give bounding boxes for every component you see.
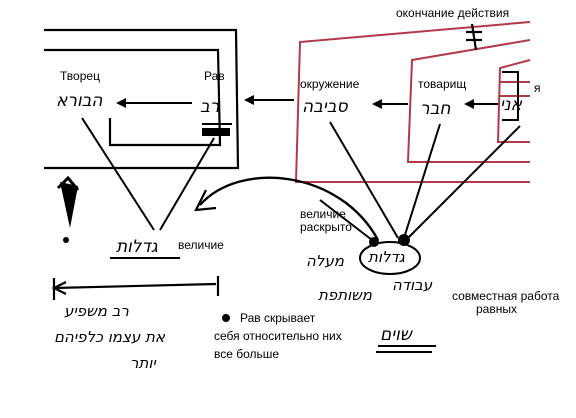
label-rav: Рав <box>204 69 225 83</box>
line-me <box>407 125 521 239</box>
line-revealed <box>319 199 373 241</box>
hebrew-friend: חבר <box>420 99 451 119</box>
hebrew-work-1: עבודה <box>392 276 433 294</box>
hebrew-me: אני <box>500 95 523 115</box>
line-creator-to-greatness <box>81 117 155 231</box>
label-rav-hides-1: Рав скрывает <box>240 311 316 325</box>
line-rav-to-greatness <box>159 137 215 231</box>
hebrew-rav-hides-2: את עצמו כלפיהם <box>54 328 166 346</box>
curved-arrow-back <box>199 176 380 241</box>
outer-red-frame <box>294 21 531 183</box>
me-bracket <box>502 71 519 121</box>
label-greatness: величие <box>178 238 224 252</box>
label-me: я <box>534 81 541 95</box>
label-rav-hides-2: себя относительно них <box>214 329 342 343</box>
converging-lines-right <box>319 121 521 241</box>
hebrew-problem: מעלה <box>306 252 345 270</box>
hebrew-rav-hides-3: יותר <box>130 354 156 372</box>
red-frame-detail <box>500 81 530 97</box>
label-joint-work-2: равных <box>476 302 517 316</box>
label-creator: Творец <box>60 69 100 83</box>
ruler-arrow <box>51 276 220 300</box>
inner-red-frame <box>496 59 531 143</box>
end-of-action-mark <box>466 23 482 51</box>
bullet-dot <box>222 314 230 322</box>
converging-lines-left <box>81 117 215 231</box>
hebrew-greatness-right: גדלות <box>368 248 405 266</box>
inner-black-frame <box>44 48 222 147</box>
left-black-frames <box>44 28 240 170</box>
line-friend <box>403 123 441 239</box>
hebrew-rav-hides-1: רב משפיע <box>64 302 129 320</box>
curved-arrow-head <box>194 189 217 212</box>
label-rav-hides-3: все больше <box>214 347 279 361</box>
horizontal-arrows <box>116 95 498 109</box>
hebrew-surroundings: סביבה <box>302 97 349 117</box>
hebrew-work-2: משותפת <box>318 286 373 304</box>
rav-block <box>202 128 230 136</box>
line-surroundings <box>329 121 399 239</box>
label-surroundings: окружение <box>300 77 360 91</box>
hebrew-greatness-left: גדלות <box>116 237 158 257</box>
label-joint-work-1: совместная работа <box>452 289 560 303</box>
label-greatness-revealed-1: величие <box>300 207 346 221</box>
hebrew-creator: הבורא <box>56 91 103 111</box>
hebrew-rav: רב <box>200 97 220 117</box>
label-end-of-action: окончание действия <box>396 6 509 20</box>
greatness-oval <box>359 241 421 275</box>
left-exclamation-arrow <box>56 175 80 243</box>
middle-red-frame <box>406 39 531 163</box>
label-greatness-revealed-2: раскрыто <box>300 220 352 234</box>
right-red-frames <box>294 21 531 183</box>
outer-black-frame <box>44 28 240 170</box>
hebrew-equal: שוים <box>380 325 414 345</box>
label-friend: товарищ <box>418 77 466 91</box>
